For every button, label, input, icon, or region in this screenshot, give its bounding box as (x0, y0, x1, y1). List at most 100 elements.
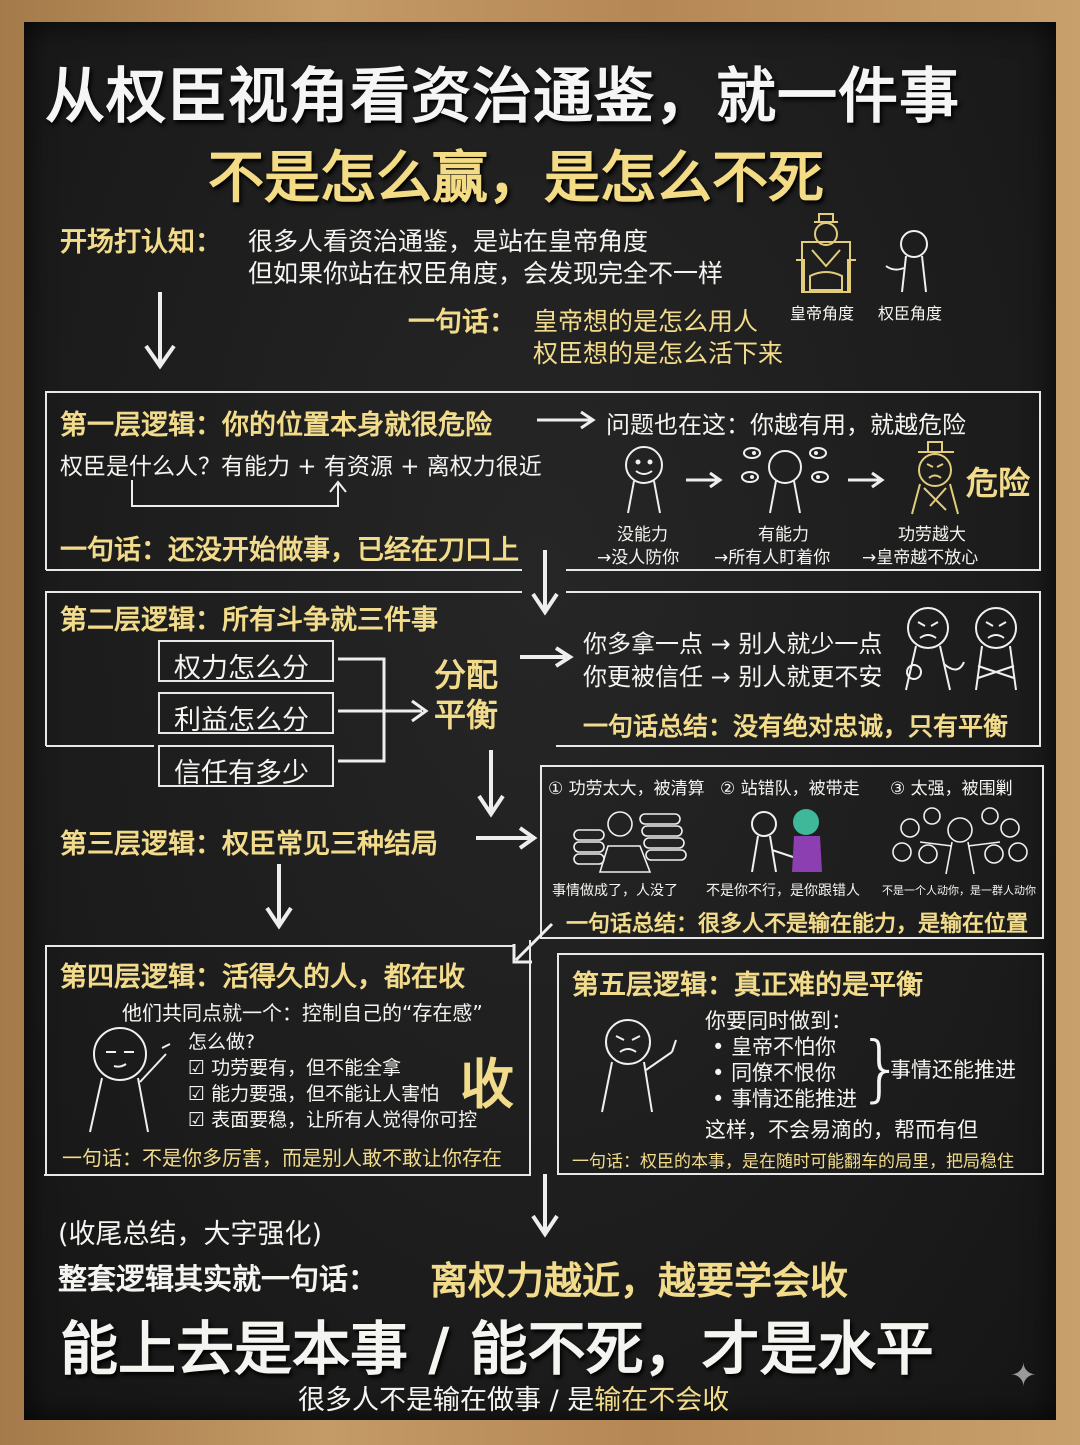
layer5-bullet-1: • 皇帝不怕你 (712, 1035, 837, 1059)
outcome1-caption: 事情做成了，人没了 (552, 883, 678, 899)
checklist-item-3: ☑ 表面要稳，让所有人觉得你可控 (188, 1109, 478, 1131)
chalkboard (24, 22, 1056, 1420)
stage1-title: 没能力 (617, 525, 668, 545)
merge-line1: 分配 (434, 656, 499, 694)
down-arrow-icon (531, 550, 559, 616)
layer3-outcomes-box (540, 765, 1044, 939)
layer1-summary: 一句话：还没开始做事，已经在刀口上 (60, 535, 519, 566)
closing-lead: 整套逻辑其实就一句话： (58, 1262, 378, 1296)
layer3-summary: 一句话总结：很多人不是输在能力，是输在位置 (566, 912, 1029, 937)
closing-bottom: 很多人不是输在做事 / 是输在不会收 (298, 1378, 729, 1417)
closing-highlight: 离权力越近，越要学会收 (430, 1259, 849, 1303)
brace-icon: } (858, 1026, 904, 1110)
intro-summary-line1: 皇帝想的是怎么用人 (533, 307, 759, 336)
layer4-section (44, 940, 531, 1176)
layer1-title: 第一层逻辑：你的位置本身就很危险 (60, 410, 492, 441)
checkbox-icon: ☑ (188, 1083, 212, 1105)
layer5-summary: 一句话：权臣的本事，是在随时可能翻车的局里，把局稳住 (572, 1152, 1014, 1172)
closing-big: 能上去是本事 / 能不死，才是水平 (60, 1315, 934, 1383)
merge-bracket-icon (338, 657, 429, 763)
layer5-line: 这样，不会易滴的，帮而有但 (705, 1118, 978, 1142)
intro-summary-label: 一句话： (408, 307, 516, 338)
outcome1-title: ① 功劳太大，被清算 (548, 779, 705, 799)
layer2-item-power: 权力怎么分 (174, 653, 309, 684)
stage2-desc: →所有人盯着你 (714, 548, 831, 568)
layer4-common: 他们共同点就一个：控制自己的“存在感” (122, 1001, 483, 1025)
wrong-side-people-icon (751, 809, 822, 873)
calm-person-icon (625, 446, 663, 514)
layer2-item-box: 信任有多少 (158, 745, 334, 789)
layer4-how: 怎么做? (188, 1031, 256, 1053)
outcome2-title: ② 站错队，被带走 (720, 779, 860, 799)
layer2-border (45, 591, 1041, 747)
checkbox-icon: ☑ (188, 1057, 212, 1079)
pointing-person-icon (601, 1019, 677, 1113)
bullet-icon: • (712, 1087, 732, 1111)
layer1-problem: 问题也在这：你越有用，就越危险 (606, 411, 966, 439)
intro-line1: 很多人看资治通鉴，是站在皇帝角度 (248, 227, 649, 256)
down-arrow-icon (531, 1174, 559, 1238)
bullet-icon: • (712, 1035, 732, 1059)
watched-person-icon (741, 447, 829, 514)
right-arrow-icon (848, 471, 885, 489)
layer5-bullet-2: • 同僚不恨你 (712, 1061, 837, 1085)
down-arrow-icon (144, 292, 176, 370)
checklist-item-2: ☑ 能力要强，但不能让人害怕 (188, 1083, 440, 1105)
layer2-summary: 一句话总结：没有绝对忠诚，只有平衡 (583, 712, 1009, 741)
stage3-title: 功劳越大 (898, 525, 966, 545)
emperor-caption: 皇帝角度 (790, 304, 855, 323)
layer2-item-box: 权力怎么分 (158, 640, 334, 684)
emperor-icon (796, 213, 856, 293)
diagonal-arrow-icon (512, 922, 554, 964)
right-arrow-icon (476, 826, 538, 850)
calm-person-waving-icon (89, 1027, 171, 1133)
closing-bottom-yellow: 输在不会收 (594, 1385, 730, 1416)
right-arrow-icon (520, 646, 574, 668)
crushed-by-scrolls-icon (573, 811, 687, 873)
layer1-border (45, 391, 1041, 571)
layer2-effect1: 你多拿一点 → 别人就少一点 (583, 630, 883, 658)
page-subtitle: 不是怎么赢，是怎么不死 (208, 146, 824, 211)
right-arrow-icon (686, 471, 723, 489)
layer5-title: 第五层逻辑：真正难的是平衡 (572, 970, 923, 1001)
bullet-icon: • (712, 1061, 732, 1085)
layer4-summary: 一句话：不是你多厉害，而是别人敢不敢让你存在 (62, 1146, 502, 1170)
layer2-title: 第二层逻辑：所有斗争就三件事 (60, 605, 438, 636)
layer2-item-trust: 信任有多少 (174, 758, 309, 789)
stage1-desc: →没人防你 (597, 548, 680, 568)
down-arrow-icon (265, 864, 293, 930)
layer5-brace-result: 事情还能推进 (890, 1058, 1016, 1082)
angry-official-icon (911, 441, 959, 515)
closing-bottom-white: 很多人不是输在做事 / 是 (298, 1385, 595, 1416)
outcome3-caption: 不是一个人动你，是一群人动你 (882, 884, 1036, 897)
page-title: 从权臣视角看资治通鉴，就一件事 (45, 62, 960, 132)
two-angry-people-icon (905, 607, 1017, 691)
checklist-item-1: ☑ 功劳要有，但不能全拿 (188, 1057, 402, 1079)
outcome3-title: ③ 太强，被围剿 (890, 779, 1013, 799)
layer2-effect2: 你更被信任 → 别人就更不安 (583, 663, 883, 691)
stage2-title: 有能力 (758, 525, 809, 545)
layer2-item-box: 利益怎么分 (158, 692, 334, 736)
merge-line2: 平衡 (434, 696, 499, 734)
intro-line2: 但如果你站在权臣角度，会发现完全不一样 (248, 259, 724, 288)
outcome2-caption: 不是你不行，是你跟错人 (706, 883, 860, 899)
right-arrow-icon (537, 410, 596, 430)
minister-caption: 权臣角度 (878, 304, 943, 323)
loop-arrow-icon (131, 480, 347, 507)
layer4-title: 第四层逻辑：活得久的人，都在收 (60, 962, 465, 993)
minister-icon (885, 230, 928, 293)
layer3-title: 第三层逻辑：权臣常见三种结局 (60, 829, 438, 860)
surrounded-person-icon (892, 807, 1028, 875)
closing-note: (收尾总结，大字强化) (58, 1219, 323, 1250)
intro-label: 开场打认知： (60, 227, 222, 258)
checkbox-icon: ☑ (188, 1109, 212, 1131)
layer5-intro: 你要同时做到： (705, 1009, 852, 1033)
stage3-desc: →皇帝越不放心 (862, 548, 979, 568)
big-char-shou: 收 (460, 1053, 514, 1116)
sparkle-icon: ✦ (1010, 1356, 1037, 1394)
danger-label: 危险 (966, 464, 1031, 502)
down-arrow-icon (477, 750, 505, 818)
layer4-border (45, 945, 514, 1176)
layer5-bullet-3: • 事情还能推进 (712, 1087, 858, 1111)
layer1-question: 权臣是什么人？有能力 + 有资源 + 离权力很近 (60, 454, 542, 480)
